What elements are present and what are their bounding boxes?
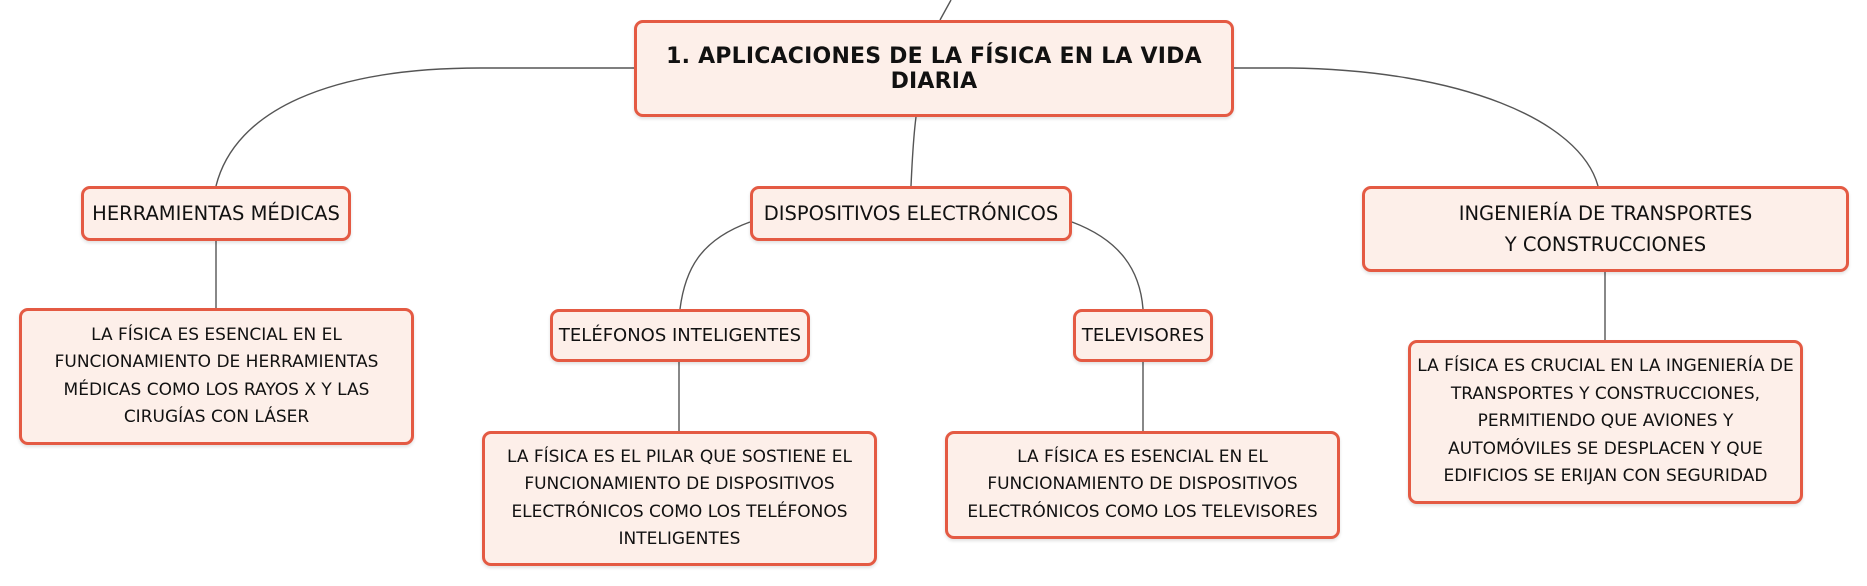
topic-dispositivos-electronicos[interactable]: DISPOSITIVOS ELECTRÓNICOS [750,186,1072,241]
detail-text: LA FÍSICA ES EL PILAR QUE SOSTIENE EL FU… [506,446,853,550]
detail-text: LA FÍSICA ES ESENCIAL EN EL FUNCIONAMIEN… [54,324,379,428]
detail-televisores[interactable]: LA FÍSICA ES ESENCIAL EN EL FUNCIONAMIEN… [945,431,1340,539]
root-topic-label: 1. APLICACIONES DE LA FÍSICA EN LA VIDA … [666,43,1202,94]
topic-label: HERRAMIENTAS MÉDICAS [92,202,340,225]
detail-herramientas-medicas[interactable]: LA FÍSICA ES ESENCIAL EN EL FUNCIONAMIEN… [19,308,414,445]
detail-ingenieria-transportes[interactable]: LA FÍSICA ES CRUCIAL EN LA INGENIERÍA DE… [1408,340,1803,504]
topic-label: INGENIERÍA DE TRANSPORTES Y CONSTRUCCION… [1458,202,1753,256]
connector-parent-to-root [939,0,952,21]
subtopic-label: TELÉFONOS INTELIGENTES [558,325,802,346]
subtopic-label: TELEVISORES [1081,325,1205,346]
topic-herramientas-medicas[interactable]: HERRAMIENTAS MÉDICAS [81,186,351,241]
root-topic-node[interactable]: 1. APLICACIONES DE LA FÍSICA EN LA VIDA … [634,20,1234,117]
detail-text: LA FÍSICA ES CRUCIAL EN LA INGENIERÍA DE… [1417,356,1794,487]
subtopic-telefonos-inteligentes[interactable]: TELÉFONOS INTELIGENTES [550,309,810,362]
connector-dispositivos-to-telefonos [679,221,751,310]
subtopic-televisores[interactable]: TELEVISORES [1073,309,1213,362]
connector-root-to-herramientas [215,67,634,187]
connector-root-to-ingenieria [1234,67,1599,187]
detail-telefonos-inteligentes[interactable]: LA FÍSICA ES EL PILAR QUE SOSTIENE EL FU… [482,431,877,566]
topic-ingenieria-transportes[interactable]: INGENIERÍA DE TRANSPORTES Y CONSTRUCCION… [1362,186,1849,272]
detail-text: LA FÍSICA ES ESENCIAL EN EL FUNCIONAMIEN… [967,446,1318,522]
topic-label: DISPOSITIVOS ELECTRÓNICOS [763,202,1059,225]
connector-root-to-dispositivos [910,116,917,187]
connector-dispositivos-to-televisores [1071,221,1144,310]
